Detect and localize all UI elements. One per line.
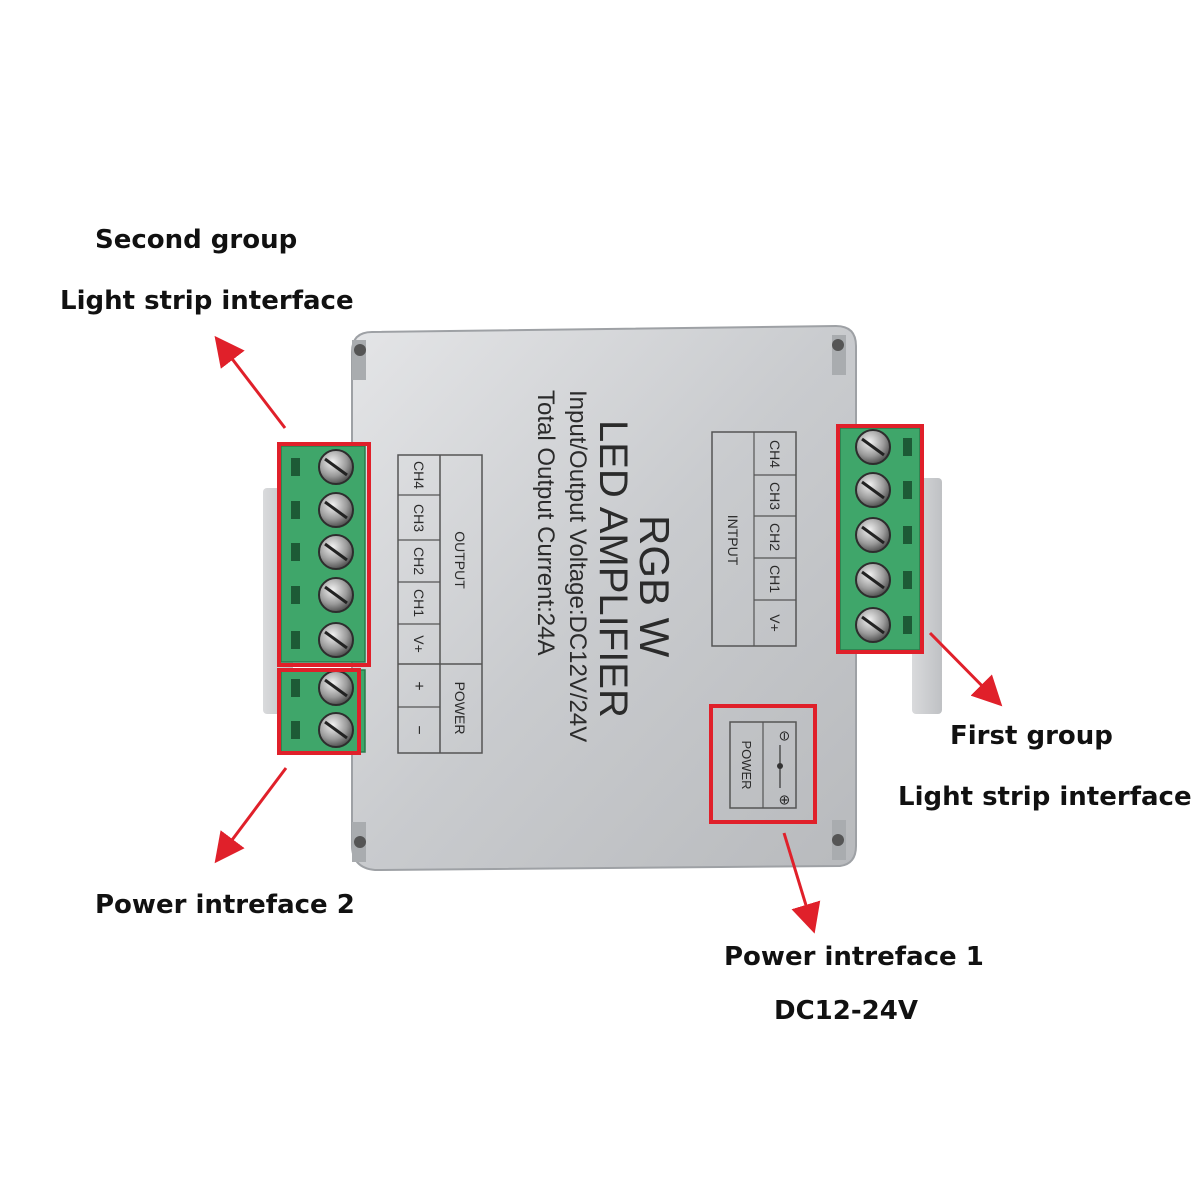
device-subtitle: LED AMPLIFIER bbox=[591, 420, 635, 718]
output-ch2-label: CH2 bbox=[411, 547, 427, 575]
input-section-label: INTPUT bbox=[725, 515, 741, 566]
output-label-table: CH4 CH3 CH2 CH1 V+ + − OUTPUT POWER bbox=[397, 454, 483, 754]
wire-entry-slot bbox=[903, 616, 912, 634]
arrow-power-interface-2 bbox=[214, 767, 288, 864]
wire-entry-slot bbox=[291, 543, 300, 561]
wire-entry-slot bbox=[291, 458, 300, 476]
corner-screw-icon bbox=[832, 834, 844, 846]
output-minus-label: − bbox=[410, 725, 427, 734]
output-ch1-label: CH1 bbox=[411, 589, 427, 617]
input-ch4-label: CH4 bbox=[767, 440, 783, 468]
screw-slot-icon bbox=[324, 720, 348, 740]
power-interface-2-label: Power intreface 2 bbox=[95, 890, 355, 920]
screw-slot-icon bbox=[861, 615, 885, 635]
input-terminal-block bbox=[839, 427, 921, 651]
output-terminal-block bbox=[280, 445, 366, 753]
wire-entry-slot bbox=[903, 438, 912, 456]
corner-screw-icon bbox=[354, 344, 366, 356]
first-group-sublabel: Light strip interface bbox=[898, 782, 1192, 812]
screw-slot-icon bbox=[324, 542, 348, 562]
screw-slot-icon bbox=[861, 480, 885, 500]
power-interface-1-highlight-box bbox=[709, 704, 817, 824]
power-interface-1-label: Power intreface 1 bbox=[724, 942, 984, 972]
screw-slot-icon bbox=[324, 500, 348, 520]
wire-entry-slot bbox=[291, 721, 300, 739]
screw-slot-icon bbox=[324, 457, 348, 477]
input-vplus-label: V+ bbox=[767, 614, 783, 632]
corner-screw-icon bbox=[832, 339, 844, 351]
wire-entry-slot bbox=[291, 631, 300, 649]
screw-slot-icon bbox=[324, 630, 348, 650]
wire-entry-slot bbox=[903, 526, 912, 544]
input-label-table: CH4 CH3 CH2 CH1 V+ INTPUT bbox=[711, 431, 797, 647]
power-interface-1-voltage: DC12-24V bbox=[774, 996, 918, 1026]
jack-power-text: POWER bbox=[739, 740, 754, 789]
arrow-power-interface-1 bbox=[782, 832, 821, 934]
screw-slot-icon bbox=[861, 570, 885, 590]
output-ch3-label: CH3 bbox=[411, 504, 427, 532]
second-group-sublabel: Light strip interface bbox=[60, 286, 354, 316]
power-jack-label: POWER ⊖ ⊕ bbox=[729, 721, 797, 809]
screw-slot-icon bbox=[861, 437, 885, 457]
jack-minus-symbol: ⊖ bbox=[777, 730, 793, 742]
first-group-label: First group bbox=[950, 721, 1113, 751]
wire-entry-slot bbox=[291, 501, 300, 519]
arrow-first-group bbox=[928, 631, 1003, 707]
jack-plus-symbol: ⊕ bbox=[777, 794, 793, 806]
output-ch4-label: CH4 bbox=[411, 461, 427, 489]
arrow-second-group bbox=[214, 335, 287, 429]
wire-entry-slot bbox=[903, 571, 912, 589]
wire-entry-slot bbox=[291, 586, 300, 604]
voltage-spec: Input/Output Voltage:DC12V/24V bbox=[564, 390, 591, 742]
input-ch1-label: CH1 bbox=[767, 565, 783, 593]
second-group-label: Second group bbox=[95, 225, 298, 255]
power-section-label: POWER bbox=[452, 682, 468, 735]
output-section-label: OUTPUT bbox=[452, 531, 468, 589]
screw-slot-icon bbox=[324, 585, 348, 605]
device-title: RGB W bbox=[631, 515, 678, 658]
output-vplus-label: V+ bbox=[411, 635, 427, 653]
input-ch3-label: CH3 bbox=[767, 482, 783, 510]
wire-entry-slot bbox=[903, 481, 912, 499]
corner-screw-icon bbox=[354, 836, 366, 848]
current-spec: Total Output Current:24A bbox=[532, 390, 559, 655]
first-group-highlight-box bbox=[836, 424, 924, 654]
power-interface-2-highlight-box bbox=[277, 668, 361, 755]
wire-entry-slot bbox=[291, 679, 300, 697]
screw-slot-icon bbox=[324, 678, 348, 698]
input-ch2-label: CH2 bbox=[767, 523, 783, 551]
second-group-highlight-box bbox=[277, 442, 371, 667]
screw-slot-icon bbox=[861, 525, 885, 545]
output-plus-label: + bbox=[410, 681, 427, 690]
housing-print: RGB W LED AMPLIFIER Input/Output Voltage… bbox=[532, 390, 678, 742]
